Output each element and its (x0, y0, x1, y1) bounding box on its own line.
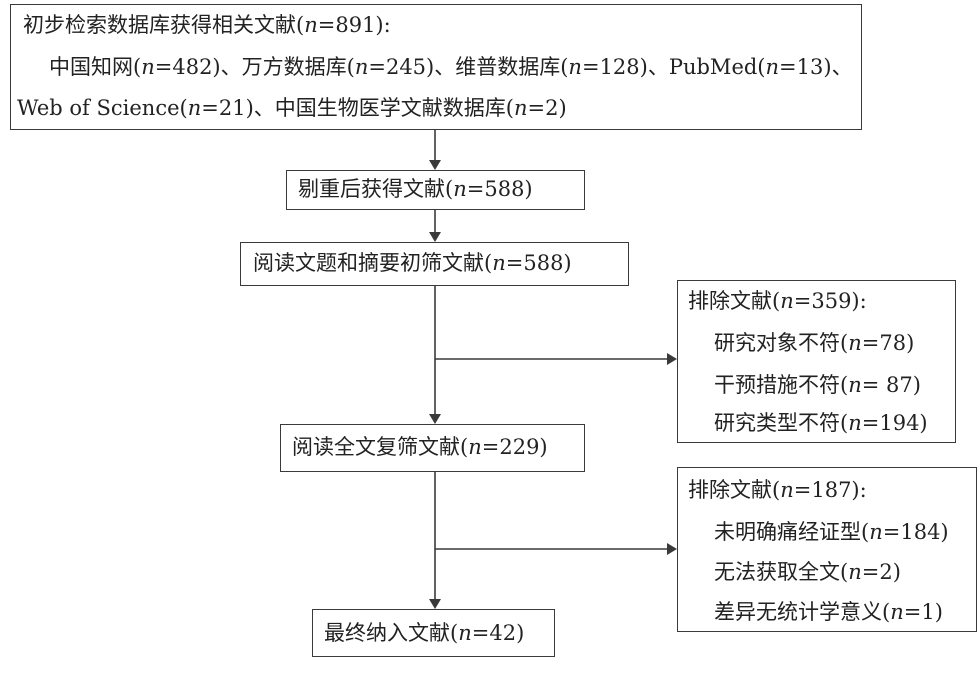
exclusion-box-2: 排除文献(n=187): 未明确痛经证型(n=184) 无法获取全文(n=2) … (677, 467, 977, 632)
screening-box: 阅读文题和摘要初筛文献(n=588) (240, 242, 629, 286)
dedup-box-label: 剔重后获得文献(n=588) (298, 177, 533, 201)
exclusion-box-1: 排除文献(n=359): 研究对象不符(n=78) 干预措施不符(n= 87) … (677, 280, 956, 443)
dedup-box: 剔重后获得文献(n=588) (286, 170, 585, 210)
exclusion-box-1-item: 研究类型不符(n=194) (714, 411, 928, 435)
exclusion-box-2-title: 排除文献(n=187): (688, 478, 867, 502)
arrowhead-down (429, 414, 441, 424)
final-box: 最终纳入文献(n=42) (312, 609, 555, 657)
exclusion-box-2-item: 无法获取全文(n=2) (714, 560, 901, 584)
arrowhead-down (429, 160, 441, 170)
search-box-sources-line2: Web of Science(n=21)、中国生物医学文献数据库(n=2) (17, 96, 567, 120)
exclusion-box-1-title: 排除文献(n=359): (688, 289, 867, 313)
arrowhead-down (429, 599, 441, 609)
final-box-label: 最终纳入文献(n=42) (324, 621, 525, 645)
search-box-title: 初步检索数据库获得相关文献(n=891): (23, 13, 391, 37)
arrowhead-down (429, 232, 441, 242)
exclusion-box-1-item: 研究对象不符(n=78) (714, 331, 915, 355)
search-box-sources-line1: 中国知网(n=482)、万方数据库(n=245)、维普数据库(n=128)、Pu… (49, 55, 853, 79)
exclusion-box-2-item: 未明确痛经证型(n=184) (714, 520, 949, 544)
search-box: 初步检索数据库获得相关文献(n=891): 中国知网(n=482)、万方数据库(… (10, 4, 862, 130)
arrowhead-right (667, 353, 677, 365)
arrowhead-right (667, 543, 677, 555)
exclusion-box-2-item: 差异无统计学意义(n=1) (714, 600, 943, 624)
fulltext-box-label: 阅读全文复筛文献(n=229) (292, 435, 548, 459)
screening-box-label: 阅读文题和摘要初筛文献(n=588) (253, 251, 572, 275)
exclusion-box-1-item: 干预措施不符(n= 87) (714, 373, 921, 397)
fulltext-box: 阅读全文复筛文献(n=229) (280, 424, 585, 472)
